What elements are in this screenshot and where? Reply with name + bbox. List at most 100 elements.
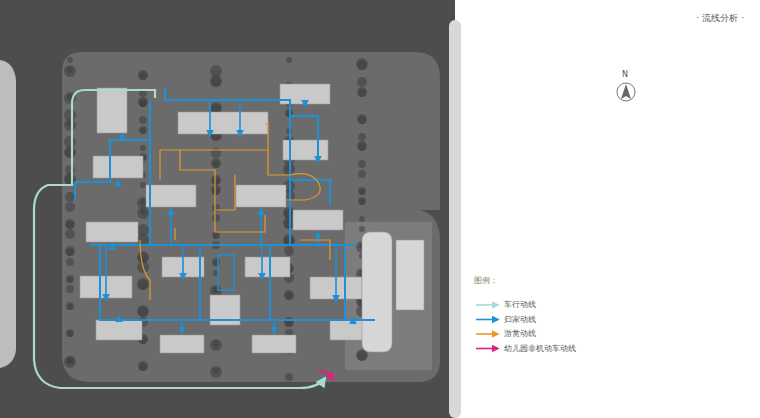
tree <box>286 57 292 63</box>
tree <box>138 70 148 80</box>
tree <box>212 204 220 212</box>
neighbour-block <box>0 60 16 368</box>
tree <box>212 258 220 266</box>
tree <box>65 175 75 185</box>
tree <box>212 187 220 195</box>
tree <box>357 77 367 87</box>
tree <box>358 89 366 97</box>
tree <box>67 57 73 63</box>
tree <box>139 363 147 371</box>
tree <box>212 177 220 185</box>
tree <box>67 331 73 337</box>
legend-heading: 图例： <box>474 276 498 286</box>
tree <box>139 126 147 134</box>
tree <box>139 99 147 107</box>
tree <box>138 253 148 263</box>
tree <box>65 148 75 158</box>
tree <box>210 366 222 378</box>
tree <box>285 373 293 381</box>
tree <box>357 351 367 361</box>
tree <box>359 216 365 222</box>
legend-sample <box>476 319 498 321</box>
building-group <box>80 84 424 353</box>
neighbour-block <box>449 20 461 418</box>
tree <box>66 221 74 229</box>
tree <box>138 97 148 107</box>
tree <box>358 170 366 178</box>
tree <box>210 75 222 87</box>
tree <box>66 285 74 293</box>
tree <box>358 160 366 168</box>
tree <box>138 280 148 290</box>
panel <box>455 0 760 418</box>
tree <box>284 317 294 327</box>
tree <box>65 229 75 239</box>
legend-row: 幼儿园非机动车动线 <box>498 344 576 354</box>
tree <box>139 116 147 124</box>
tree <box>66 275 74 283</box>
tree <box>137 251 149 263</box>
tree <box>357 60 367 70</box>
tree <box>212 214 220 222</box>
leisure-route <box>140 124 330 300</box>
map-ground <box>0 0 455 418</box>
legend-sample <box>476 348 498 350</box>
tree <box>359 189 365 195</box>
home-route <box>75 88 375 320</box>
tree <box>140 182 146 188</box>
tree <box>66 258 74 266</box>
tree <box>138 307 148 317</box>
tree <box>213 233 219 239</box>
tree <box>284 246 294 256</box>
tree <box>137 278 149 290</box>
north-arrow <box>617 83 635 101</box>
legend-text: 游赏动线 <box>504 329 536 339</box>
tree <box>65 246 75 256</box>
tree <box>140 145 146 151</box>
tree <box>139 72 147 80</box>
tree <box>211 185 221 195</box>
home-arrow <box>106 100 353 333</box>
tree <box>64 65 76 77</box>
tree <box>140 128 146 134</box>
legend-row: 游赏动线 <box>498 329 536 339</box>
tree <box>210 339 222 351</box>
tree <box>64 146 76 158</box>
legend-text: 归家动线 <box>504 315 536 325</box>
tree <box>137 305 149 317</box>
tree <box>359 199 365 205</box>
tree <box>67 304 73 310</box>
tree <box>66 302 74 310</box>
tree <box>67 277 73 283</box>
tree <box>212 160 220 168</box>
water-feature <box>218 255 234 290</box>
tree <box>66 329 74 337</box>
tree <box>358 133 366 141</box>
north-label: N <box>622 70 628 79</box>
legend-text: 车行动线 <box>504 300 536 310</box>
tree <box>357 87 367 97</box>
tree <box>357 114 367 124</box>
tree <box>211 77 221 87</box>
legend-row: 车行动线 <box>498 300 536 310</box>
tree <box>356 58 368 70</box>
tree <box>359 226 365 232</box>
tree <box>66 248 74 256</box>
tree <box>211 175 221 185</box>
tree <box>358 187 366 195</box>
tree <box>358 197 366 205</box>
tree <box>138 361 148 371</box>
tree <box>284 290 294 300</box>
tree <box>65 202 75 212</box>
legend-sample <box>476 304 498 306</box>
kindergarten-route <box>318 371 333 380</box>
tree <box>357 141 367 151</box>
tree <box>285 292 293 300</box>
legend-text: 幼儿园非机动车动线 <box>504 344 576 354</box>
tree <box>65 192 75 202</box>
tree <box>358 143 366 151</box>
tree <box>64 119 76 131</box>
legend-row: 归家动线 <box>498 315 536 325</box>
page-title: · 流线分析 · <box>697 12 744 25</box>
